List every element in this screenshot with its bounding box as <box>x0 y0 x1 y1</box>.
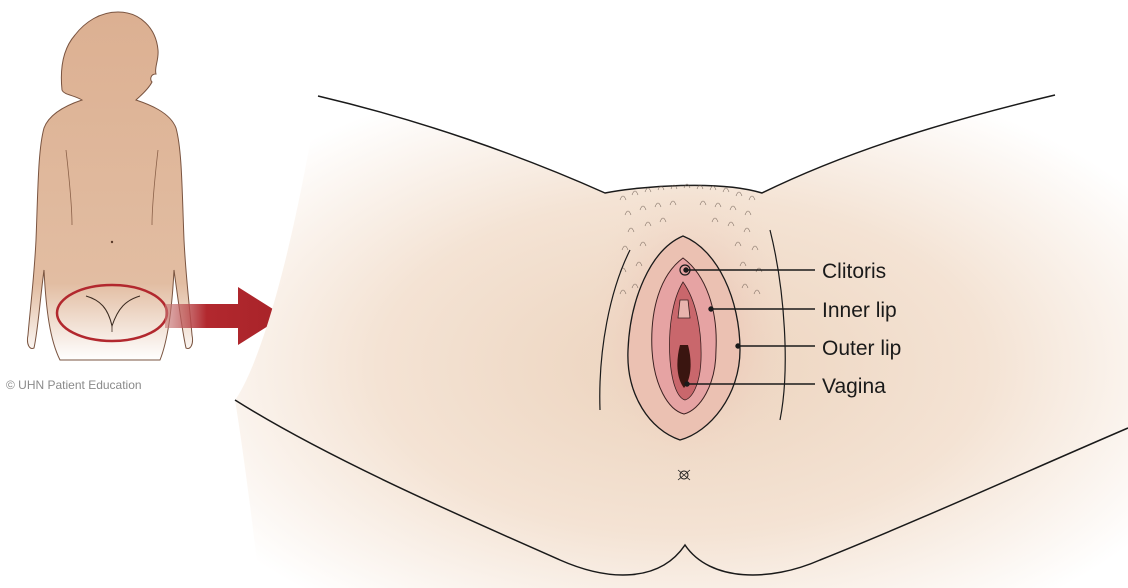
label-outer-lip: Outer lip <box>822 337 901 360</box>
label-inner-lip: Inner lip <box>822 299 897 322</box>
credit-text: © UHN Patient Education <box>6 378 142 392</box>
label-vagina: Vagina <box>822 375 886 398</box>
label-clitoris: Clitoris <box>822 260 886 283</box>
pelvis-illustration <box>235 95 1128 588</box>
